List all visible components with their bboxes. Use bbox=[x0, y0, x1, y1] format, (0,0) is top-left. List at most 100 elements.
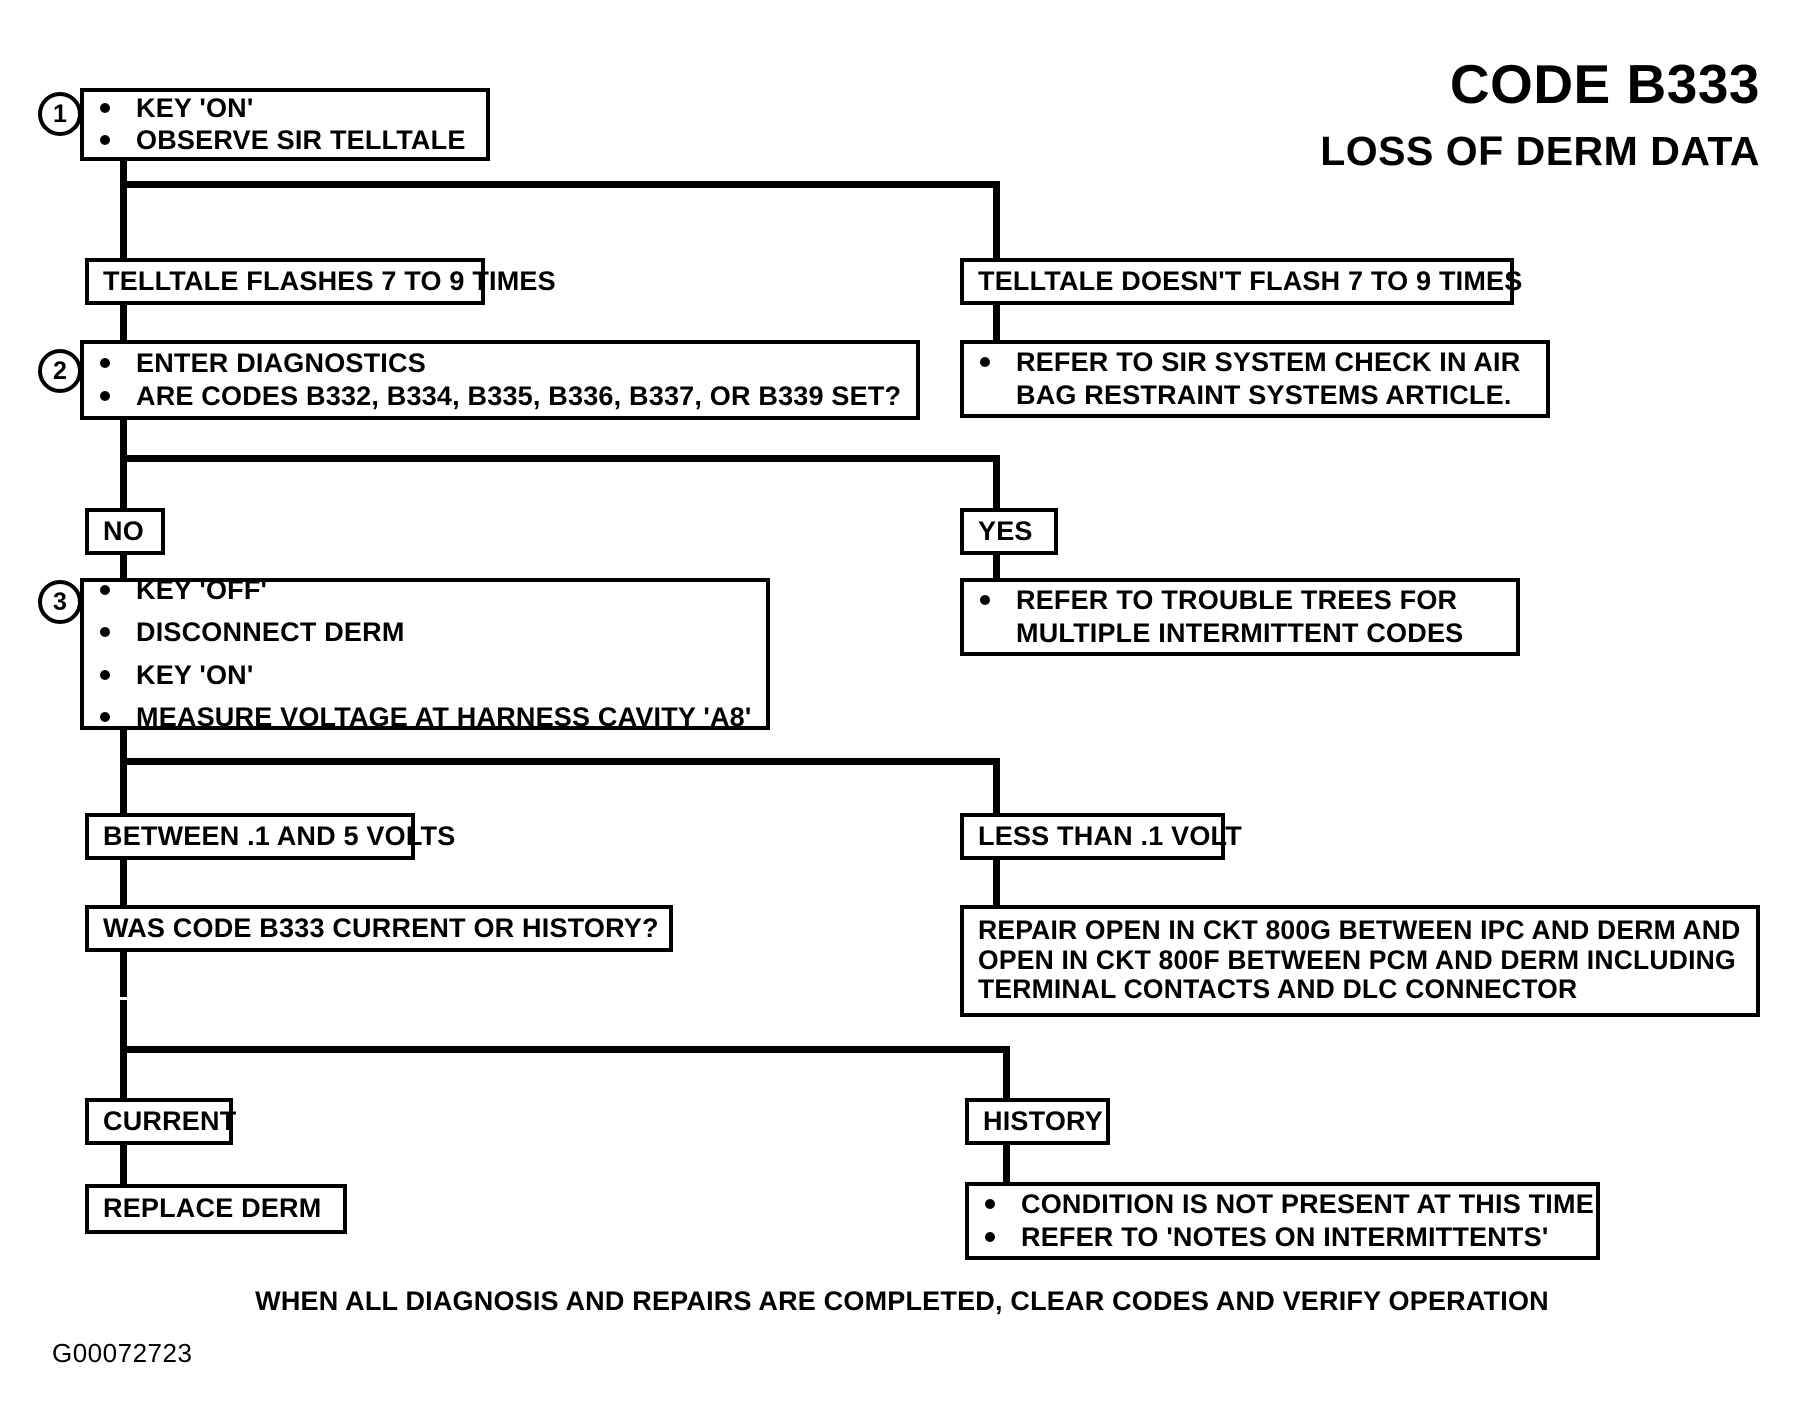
node-text: LESS THAN .1 VOLT bbox=[978, 820, 1242, 851]
node-text: TERMINAL CONTACTS AND DLC CONNECTOR bbox=[978, 974, 1578, 1005]
node-intermittent-notes[interactable]: CONDITION IS NOT PRESENT AT THIS TIME RE… bbox=[965, 1182, 1600, 1260]
bullet-row: ARE CODES B332, B334, B335, B336, B337, … bbox=[100, 381, 902, 411]
connector-vertical bbox=[993, 555, 1000, 588]
node-text: ENTER DIAGNOSTICS bbox=[136, 348, 426, 379]
bullet-row: ENTER DIAGNOSTICS bbox=[100, 348, 902, 378]
bullet-row: REFER TO TROUBLE TREES FOR bbox=[980, 585, 1502, 615]
node-text: MULTIPLE INTERMITTENT CODES bbox=[1016, 617, 1464, 648]
node-text: NO bbox=[103, 515, 144, 546]
footer-note: WHEN ALL DIAGNOSIS AND REPAIRS ARE COMPL… bbox=[255, 1286, 1549, 1316]
connector-vertical bbox=[993, 860, 1000, 907]
node-result-current[interactable]: CURRENT bbox=[85, 1098, 237, 1145]
bullet-dot-icon bbox=[980, 595, 990, 606]
node-text: YES bbox=[978, 515, 1033, 546]
node-text: KEY 'ON' bbox=[136, 92, 254, 123]
node-code-current-or-history[interactable]: WAS CODE B333 CURRENT OR HISTORY? bbox=[85, 905, 673, 952]
node-text: KEY 'ON' bbox=[136, 659, 254, 690]
node-text: HISTORY bbox=[983, 1105, 1103, 1136]
node-text: BETWEEN .1 AND 5 VOLTS bbox=[103, 820, 456, 851]
node-step1[interactable]: KEY 'ON' OBSERVE SIR TELLTALE bbox=[80, 88, 490, 161]
bullet-row: KEY 'ON' bbox=[100, 660, 752, 690]
connector-vertical bbox=[120, 555, 127, 588]
node-text: REPAIR OPEN IN CKT 800G BETWEEN IPC AND … bbox=[978, 914, 1741, 945]
connector-vertical bbox=[120, 860, 127, 907]
node-text: MEASURE VOLTAGE AT HARNESS CAVITY 'A8' bbox=[136, 701, 752, 732]
node-telltale-no-flash[interactable]: TELLTALE DOESN'T FLASH 7 TO 9 TIMES bbox=[960, 258, 1523, 305]
connector-vertical bbox=[993, 758, 1000, 816]
bullet-dot-icon bbox=[100, 358, 110, 369]
node-between-volts[interactable]: BETWEEN .1 AND 5 VOLTS bbox=[85, 813, 456, 860]
connector-vertical bbox=[120, 420, 127, 462]
bullet-row: DISCONNECT DERM bbox=[100, 617, 752, 647]
bullet-row: KEY 'ON' bbox=[100, 93, 472, 123]
node-result-history[interactable]: HISTORY bbox=[965, 1098, 1110, 1145]
node-text: BAG RESTRAINT SYSTEMS ARTICLE. bbox=[1016, 379, 1512, 410]
node-answer-no[interactable]: NO bbox=[85, 508, 165, 555]
connector-vertical bbox=[1003, 1046, 1010, 1102]
node-text: REFER TO 'NOTES ON INTERMITTENTS' bbox=[1021, 1221, 1549, 1252]
connector-vertical bbox=[120, 305, 127, 342]
step-number-2: 2 bbox=[38, 349, 82, 393]
connector-vertical bbox=[993, 305, 1000, 342]
bullet-row: OBSERVE SIR TELLTALE bbox=[100, 125, 472, 155]
node-text: REPLACE DERM bbox=[103, 1193, 322, 1224]
node-step2[interactable]: ENTER DIAGNOSTICS ARE CODES B332, B334, … bbox=[80, 340, 920, 420]
node-step3[interactable]: KEY 'OFF' DISCONNECT DERM KEY 'ON' MEASU… bbox=[80, 575, 770, 732]
node-less-than-volt[interactable]: LESS THAN .1 VOLT bbox=[960, 813, 1242, 860]
node-text: ARE CODES B332, B334, B335, B336, B337, … bbox=[136, 380, 902, 411]
figure-id: G00072723 bbox=[52, 1338, 193, 1368]
bullet-row: REFER TO 'NOTES ON INTERMITTENTS' bbox=[985, 1222, 1582, 1252]
node-repair-open-ckt[interactable]: REPAIR OPEN IN CKT 800G BETWEEN IPC AND … bbox=[960, 905, 1760, 1017]
connector-vertical bbox=[1003, 1145, 1010, 1187]
bullet-dot-icon bbox=[985, 1199, 995, 1210]
node-text: TELLTALE FLASHES 7 TO 9 TIMES bbox=[103, 265, 556, 296]
bullet-dot-icon bbox=[100, 669, 110, 680]
connector-vertical bbox=[120, 758, 127, 816]
node-sir-system-check[interactable]: REFER TO SIR SYSTEM CHECK IN AIR BAG RES… bbox=[960, 340, 1550, 418]
node-text: DISCONNECT DERM bbox=[136, 617, 405, 648]
connector-vertical bbox=[120, 1145, 127, 1187]
connector-horizontal bbox=[120, 455, 1000, 462]
node-text: WAS CODE B333 CURRENT OR HISTORY? bbox=[103, 912, 659, 943]
connector-vertical bbox=[120, 181, 127, 261]
node-text: REFER TO SIR SYSTEM CHECK IN AIR bbox=[1016, 347, 1521, 378]
page-title: CODE B333 bbox=[1449, 53, 1760, 115]
bullet-row: CONDITION IS NOT PRESENT AT THIS TIME bbox=[985, 1189, 1594, 1219]
node-text: OPEN IN CKT 800F BETWEEN PCM AND DERM IN… bbox=[978, 944, 1736, 975]
bullet-dot-icon bbox=[980, 357, 990, 368]
connector-vertical bbox=[993, 181, 1000, 261]
node-trouble-trees[interactable]: REFER TO TROUBLE TREES FOR MULTIPLE INTE… bbox=[960, 578, 1520, 656]
node-text: REFER TO TROUBLE TREES FOR bbox=[1016, 585, 1458, 616]
bullet-dot-icon bbox=[100, 711, 110, 722]
bullet-dot-icon bbox=[985, 1231, 995, 1242]
node-replace-derm[interactable]: REPLACE DERM bbox=[85, 1184, 347, 1234]
node-text: CURRENT bbox=[103, 1105, 237, 1136]
connector-vertical bbox=[993, 455, 1000, 510]
node-telltale-flashes[interactable]: TELLTALE FLASHES 7 TO 9 TIMES bbox=[85, 258, 556, 305]
bullet-dot-icon bbox=[100, 585, 110, 596]
step-number-3: 3 bbox=[38, 580, 82, 624]
connector-vertical bbox=[120, 952, 127, 997]
page-subtitle: LOSS OF DERM DATA bbox=[1320, 128, 1760, 174]
bullet-row: KEY 'OFF' bbox=[100, 575, 752, 605]
node-text: OBSERVE SIR TELLTALE bbox=[136, 125, 466, 155]
bullet-row: REFER TO SIR SYSTEM CHECK IN AIR bbox=[980, 347, 1532, 377]
connector-vertical bbox=[120, 1000, 127, 1102]
node-text: TELLTALE DOESN'T FLASH 7 TO 9 TIMES bbox=[978, 265, 1523, 296]
connector-vertical bbox=[120, 730, 127, 765]
connector-horizontal bbox=[120, 1046, 1010, 1053]
bullet-dot-icon bbox=[100, 102, 110, 113]
connector-horizontal bbox=[120, 758, 1000, 765]
node-text: KEY 'OFF' bbox=[136, 575, 268, 606]
step-number-1: 1 bbox=[38, 92, 82, 136]
bullet-dot-icon bbox=[100, 390, 110, 401]
bullet-dot-icon bbox=[100, 135, 110, 145]
node-text: CONDITION IS NOT PRESENT AT THIS TIME bbox=[1021, 1189, 1594, 1220]
connector-horizontal bbox=[120, 181, 1000, 188]
bullet-row-continuation: MULTIPLE INTERMITTENT CODES bbox=[980, 618, 1502, 648]
node-answer-yes[interactable]: YES bbox=[960, 508, 1058, 555]
bullet-row: MEASURE VOLTAGE AT HARNESS CAVITY 'A8' bbox=[100, 702, 752, 732]
connector-vertical bbox=[120, 455, 127, 510]
bullet-row-continuation: BAG RESTRAINT SYSTEMS ARTICLE. bbox=[980, 380, 1532, 410]
